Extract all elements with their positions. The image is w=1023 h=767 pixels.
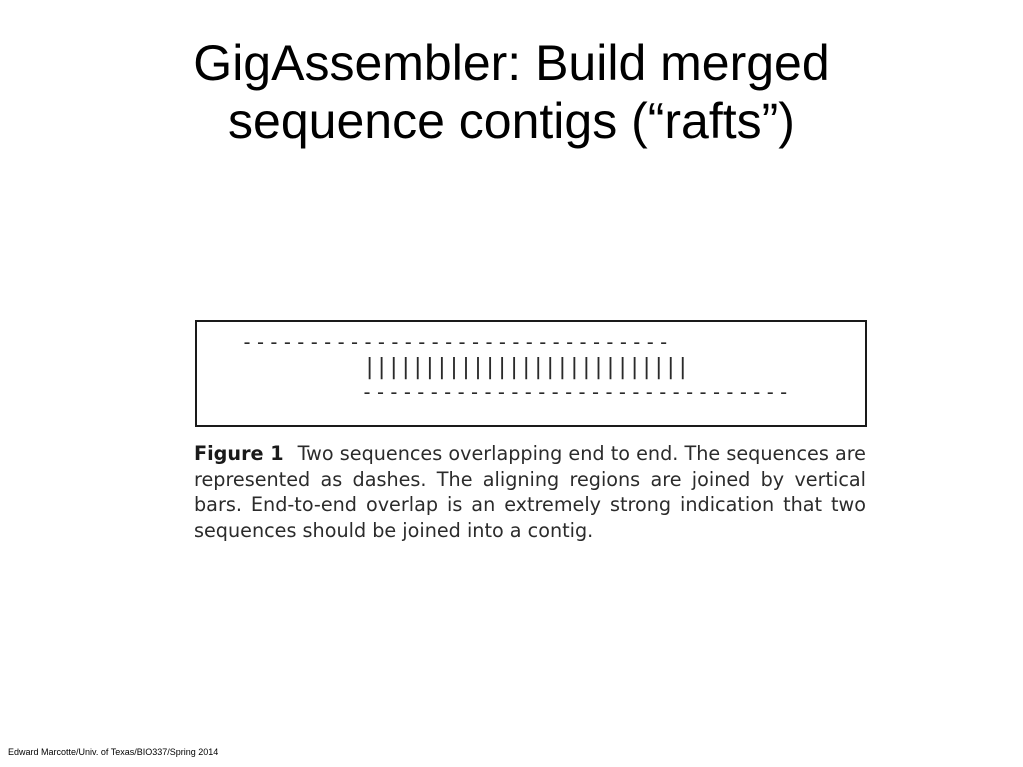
alignment-bars: ||||||||||||||||||||||||||| [363, 355, 689, 380]
sequence-b-dashes: -------------------------------- [361, 380, 792, 404]
sequence-overlap-figure: -------------------------------- |||||||… [195, 320, 867, 427]
sequence-a-dashes: -------------------------------- [241, 330, 672, 354]
slide-footer-credit: Edward Marcotte/Univ. of Texas/BIO337/Sp… [8, 747, 219, 757]
title-line-1: GigAssembler: Build merged [193, 35, 830, 91]
figure-label: Figure 1 [194, 442, 284, 465]
figure-caption-text: Two sequences overlapping end to end. Th… [194, 442, 866, 542]
slide-title: GigAssembler: Build merged sequence cont… [0, 34, 1023, 150]
title-line-2: sequence contigs (“rafts”) [228, 93, 795, 149]
